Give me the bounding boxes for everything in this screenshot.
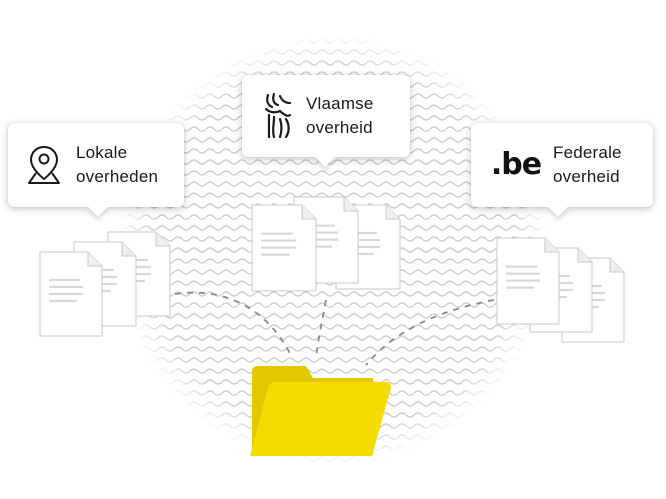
callout-flemish-government: Vlaamse overheid xyxy=(242,75,410,167)
document-stack-flemish xyxy=(251,196,401,292)
folder-icon xyxy=(250,366,392,456)
dashed-connectors xyxy=(174,291,495,366)
callout-local-governments: Lokale overheden xyxy=(8,123,184,217)
callout-federal-line2: overheid xyxy=(553,167,620,186)
callout-flemish-line1: Vlaamse xyxy=(306,94,374,113)
document-stack-local xyxy=(39,231,171,337)
connector-flemish xyxy=(315,299,327,359)
document-icon xyxy=(39,251,103,337)
callout-federal-government: .be Federale overheid xyxy=(471,123,653,217)
connector-local xyxy=(174,291,293,359)
callout-local-line1: Lokale xyxy=(76,143,128,162)
callout-flemish-label: Vlaamse overheid xyxy=(306,92,374,140)
document-stack-federal xyxy=(496,237,625,343)
be-logo: .be xyxy=(489,150,543,180)
map-pin-icon xyxy=(22,143,66,187)
connector-federal xyxy=(365,299,495,366)
wave-line xyxy=(110,468,574,472)
callout-federal-label: Federale overheid xyxy=(553,141,622,189)
wave-line xyxy=(110,28,574,32)
folder-front xyxy=(250,382,392,456)
callout-federal-line1: Federale xyxy=(553,143,622,162)
flemish-lion-logo xyxy=(258,91,296,141)
callout-local-label: Lokale overheden xyxy=(76,141,158,189)
callout-flemish-line2: overheid xyxy=(306,118,373,137)
document-icon xyxy=(251,204,317,292)
be-logo-text: .be xyxy=(490,147,542,182)
document-icon xyxy=(496,237,560,325)
callout-local-line2: overheden xyxy=(76,167,159,186)
